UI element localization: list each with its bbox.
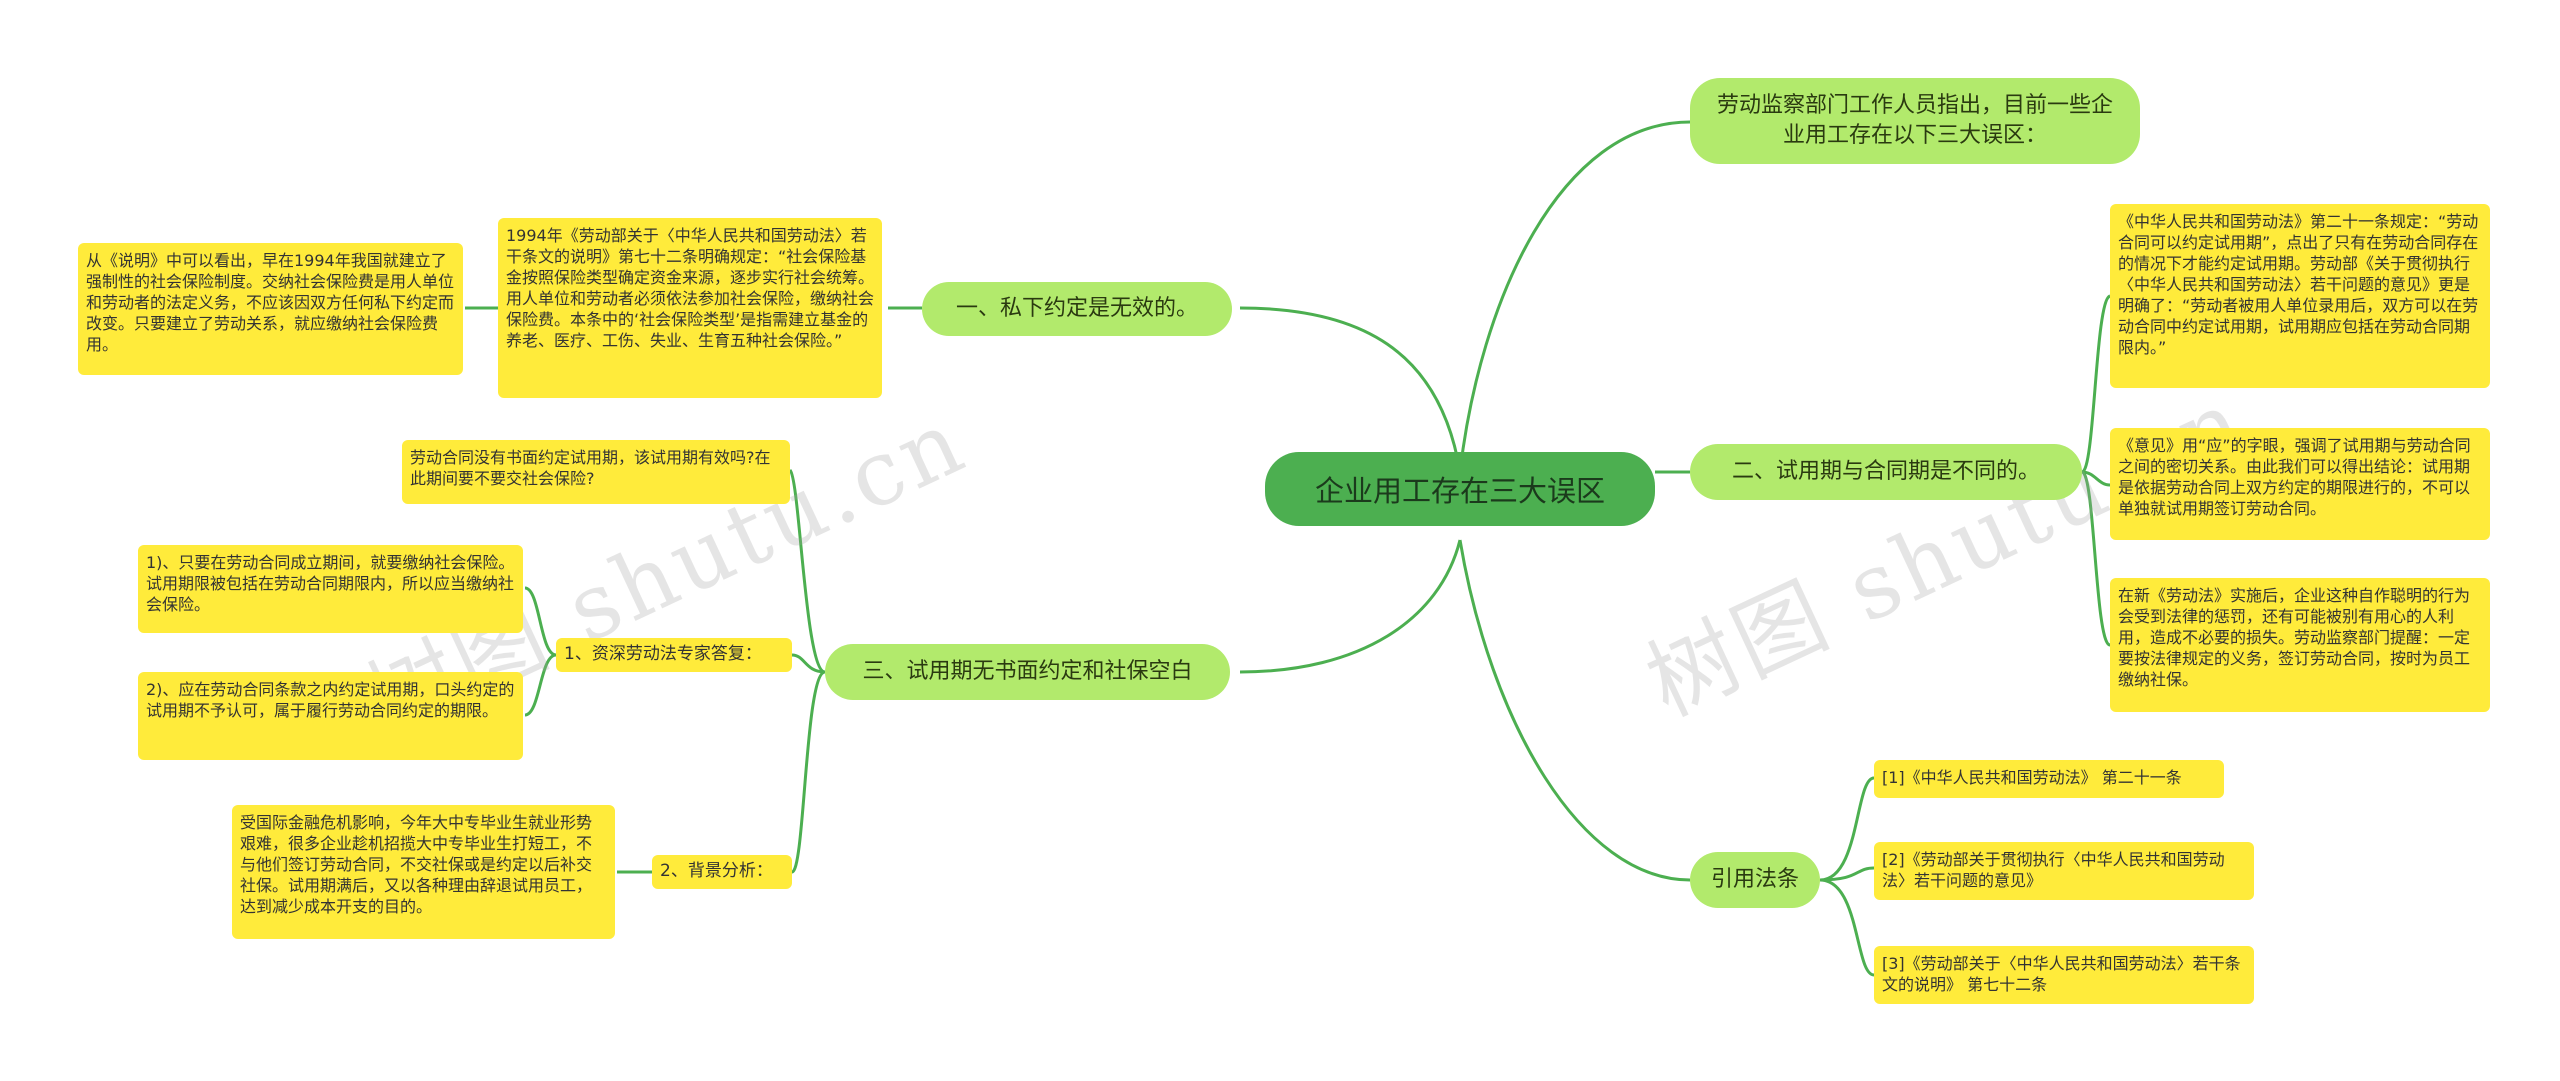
branch3-expert-item-2[interactable]: 2)、应在劳动合同条款之内约定试用期，口头约定的试用期不予认可，属于履行劳动合同… (138, 672, 523, 760)
root-title: 企业用工存在三大误区 (1314, 474, 1605, 508)
branch2-item-1[interactable]: 《中华人民共和国劳动法》第二十一条规定：“劳动合同可以约定试用期”，点出了只有在… (2110, 204, 2490, 388)
branch2-item-2[interactable]: 《意见》用“应”的字眼，强调了试用期与劳动合同之间的密切关系。由此我们可以得出结… (2110, 428, 2490, 540)
link-ref-item1 (1819, 776, 1875, 882)
reference-item-3[interactable]: [3]《劳动部关于〈中华人民共和国劳动法〉若干条文的说明》 第七十二条 (1874, 946, 2254, 1004)
link-ref-item2 (1819, 866, 1875, 882)
reference-item-2[interactable]: [2]《劳动部关于贯彻执行〈中华人民共和国劳动法〉若干问题的意见》 (1874, 842, 2254, 900)
link-root-branch3 (1239, 539, 1462, 674)
branch1-title: 一、私下约定是无效的。 (955, 296, 1198, 321)
link-branch3-expert (791, 653, 826, 674)
link-branch2-item3 (2080, 470, 2112, 647)
branch1-node[interactable]: 一、私下约定是无效的。 (922, 282, 1232, 336)
branch1-conclusion[interactable]: 从《说明》中可以看出，早在1994年我国就建立了强制性的社会保险制度。交纳社会保… (78, 243, 463, 375)
link-branch3-question (788, 468, 826, 674)
reference-item-1[interactable]: [1]《中华人民共和国劳动法》 第二十一条 (1874, 760, 2224, 798)
branch2-node[interactable]: 二、试用期与合同期是不同的。 (1690, 444, 2082, 500)
link-expert-item1 (524, 586, 557, 657)
link-branch3-background (790, 670, 826, 874)
branch3-question[interactable]: 劳动合同没有书面约定试用期，该试用期有效吗?在此期间要不要交社会保险? (402, 440, 790, 504)
branch3-background-label[interactable]: 2、背景分析： (652, 855, 792, 889)
link-branch2-item2 (2081, 470, 2111, 487)
branch3-node[interactable]: 三、试用期无书面约定和社保空白 (825, 644, 1230, 700)
intro-node[interactable]: 劳动监察部门工作人员指出，目前一些企业用工存在以下三大误区： (1690, 78, 2140, 164)
root-node[interactable]: 企业用工存在三大误区 (1265, 452, 1655, 526)
branch3-expert-label[interactable]: 1、资深劳动法专家答复： (556, 638, 792, 672)
link-expert-item2 (524, 653, 557, 717)
link-root-intro (1458, 120, 1691, 473)
branch3-expert-item-1[interactable]: 1)、只要在劳动合同成立期间，就要缴纳社会保险。试用期限被包括在劳动合同期限内，… (138, 545, 523, 633)
link-root-references (1458, 539, 1691, 882)
link-ref-item3 (1819, 878, 1875, 977)
branch2-title: 二、试用期与合同期是不同的。 (1731, 459, 2040, 484)
link-branch2-item1 (2080, 294, 2112, 474)
link-root-branch1 (1239, 306, 1462, 473)
branch3-title: 三、试用期无书面约定和社保空白 (862, 659, 1193, 684)
references-node[interactable]: 引用法条 (1690, 852, 1820, 908)
branch3-background-text[interactable]: 受国际金融危机影响，今年大中专毕业生就业形势艰难，很多企业趁机招揽大中专毕业生打… (232, 805, 615, 939)
branch2-item-3[interactable]: 在新《劳动法》实施后，企业这种自作聪明的行为会受到法律的惩罚，还有可能被别有用心… (2110, 578, 2490, 712)
branch1-detail[interactable]: 1994年《劳动部关于〈中华人民共和国劳动法〉若干条文的说明》第七十二条明确规定… (498, 218, 882, 398)
intro-text: 劳动监察部门工作人员指出，目前一些企业用工存在以下三大误区： (1716, 93, 2113, 148)
references-title: 引用法条 (1710, 867, 1799, 892)
